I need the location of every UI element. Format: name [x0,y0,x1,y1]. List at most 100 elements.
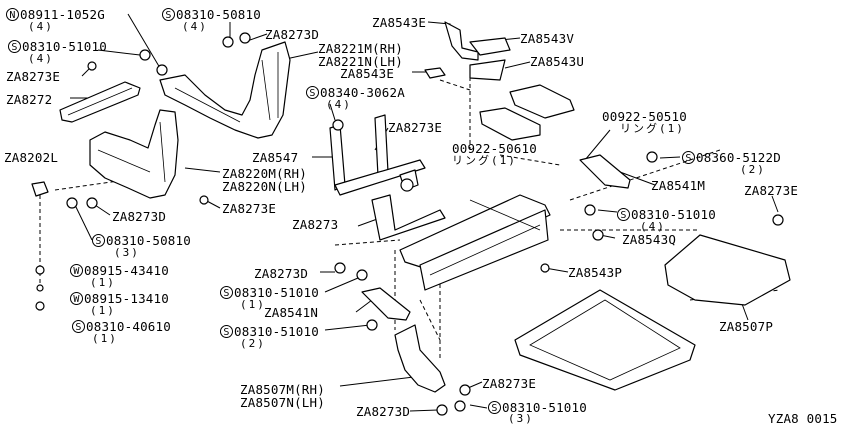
label-za8220n: ZA8220N(LH) [222,179,307,194]
label-za8273e-bottom: ZA8273E [482,376,537,391]
label-za8273d-left: ZA8273D [112,209,167,224]
n-symbol-icon: N [6,8,19,21]
part-cylinders [479,84,575,141]
qty: (1) [240,298,266,311]
label-za8273e-center: ZA8273E [388,120,443,135]
part-slide-frame [399,194,551,291]
label-za8507p: ZA8507P [719,319,774,334]
s-symbol-icon: S [617,208,630,221]
diagram-code: YZA8 0015 [768,411,838,426]
qty: (3) [508,412,534,425]
label-za8543q: ZA8543Q [622,232,677,247]
label-za8273e-mid: ZA8273E [222,201,277,216]
label-za8272: ZA8272 [6,92,53,107]
label-za8273: ZA8273 [292,217,339,232]
label-za8273e-left: ZA8273E [6,69,61,84]
label-za8221m: ZA8221M(RH) [318,41,403,56]
s-symbol-icon: S [488,401,501,414]
label-za8221n: ZA8221N(LH) [318,54,403,69]
s-symbol-icon: S [162,8,175,21]
label-p00922-50610: 00922-50610 [452,141,537,156]
part-code: 08310-51010 [631,207,716,222]
part-fasteners-right [332,119,784,416]
qty: (1) [92,332,118,345]
label-p00922-50510: 00922-50510 [602,109,687,124]
label-za8507n: ZA8507N(LH) [240,395,325,410]
w-symbol-icon: W [70,292,83,305]
w-symbol-icon: W [70,264,83,277]
part-code: 08360-5122D [696,150,781,165]
part-bracket-za8507m [394,324,446,393]
part-bracket-za8221 [159,41,291,139]
qty: (4) [28,20,54,33]
s-symbol-icon: S [8,40,21,53]
part-code: 08310-50810 [106,233,191,248]
label-za8543u: ZA8543U [530,54,585,69]
ring-qty: リング(1) [452,154,517,167]
part-frame-za8273 [329,114,446,241]
s-symbol-icon: S [306,86,319,99]
ring-qty: リング(1) [620,122,685,135]
qty: (4) [326,98,352,111]
qty: (4) [640,220,666,233]
qty: (3) [114,246,140,259]
label-za8541m: ZA8541M [651,178,706,193]
part-code: 08310-51010 [502,400,587,415]
qty: (2) [240,337,266,350]
qty: (4) [28,52,54,65]
label-za8220m: ZA8220M(RH) [222,166,307,181]
part-track-bottom [514,289,696,391]
part-fasteners-left [35,32,251,311]
part-code: 08915-43410 [84,263,169,278]
part-code: 08310-51010 [234,285,319,300]
part-plate-za8507p [664,234,791,306]
part-bracket-za8220 [89,109,179,199]
label-za8202l: ZA8202L [4,150,59,165]
s-symbol-icon: S [220,286,233,299]
part-code: 08911-1052G [20,7,105,22]
label-za8273d-center: ZA8273D [254,266,309,281]
part-rail-za8272 [59,81,141,123]
label-za8273d-top: ZA8273D [265,27,320,42]
label-za8543v: ZA8543V [520,31,575,46]
part-brackets-za8543 [424,21,511,81]
label-za8543e-mid: ZA8543E [340,66,395,81]
label-za8543p: ZA8543P [568,265,623,280]
label-za8273e-right: ZA8273E [744,183,799,198]
part-block-za8202l [31,181,49,197]
part-code: 08310-50810 [176,7,261,22]
part-code: 08310-51010 [22,39,107,54]
label-za8543e-top: ZA8543E [372,15,427,30]
label-za8273d-bottom: ZA8273D [356,404,411,419]
part-code: 08915-13410 [84,291,169,306]
s-symbol-icon: S [220,325,233,338]
s-symbol-icon: S [72,320,85,333]
s-symbol-icon: S [92,234,105,247]
part-bracket-za8541m [579,154,631,189]
label-za8547: ZA8547 [252,150,299,165]
part-code: 08340-3062A [320,85,405,100]
part-arm-za8541n [361,287,411,321]
label-za8541n: ZA8541N [264,305,319,320]
qty: (1) [90,276,116,289]
s-symbol-icon: S [682,151,695,164]
qty: (1) [90,304,116,317]
part-code: 08310-51010 [234,324,319,339]
part-code: 08310-40610 [86,319,171,334]
qty: (4) [182,20,208,33]
